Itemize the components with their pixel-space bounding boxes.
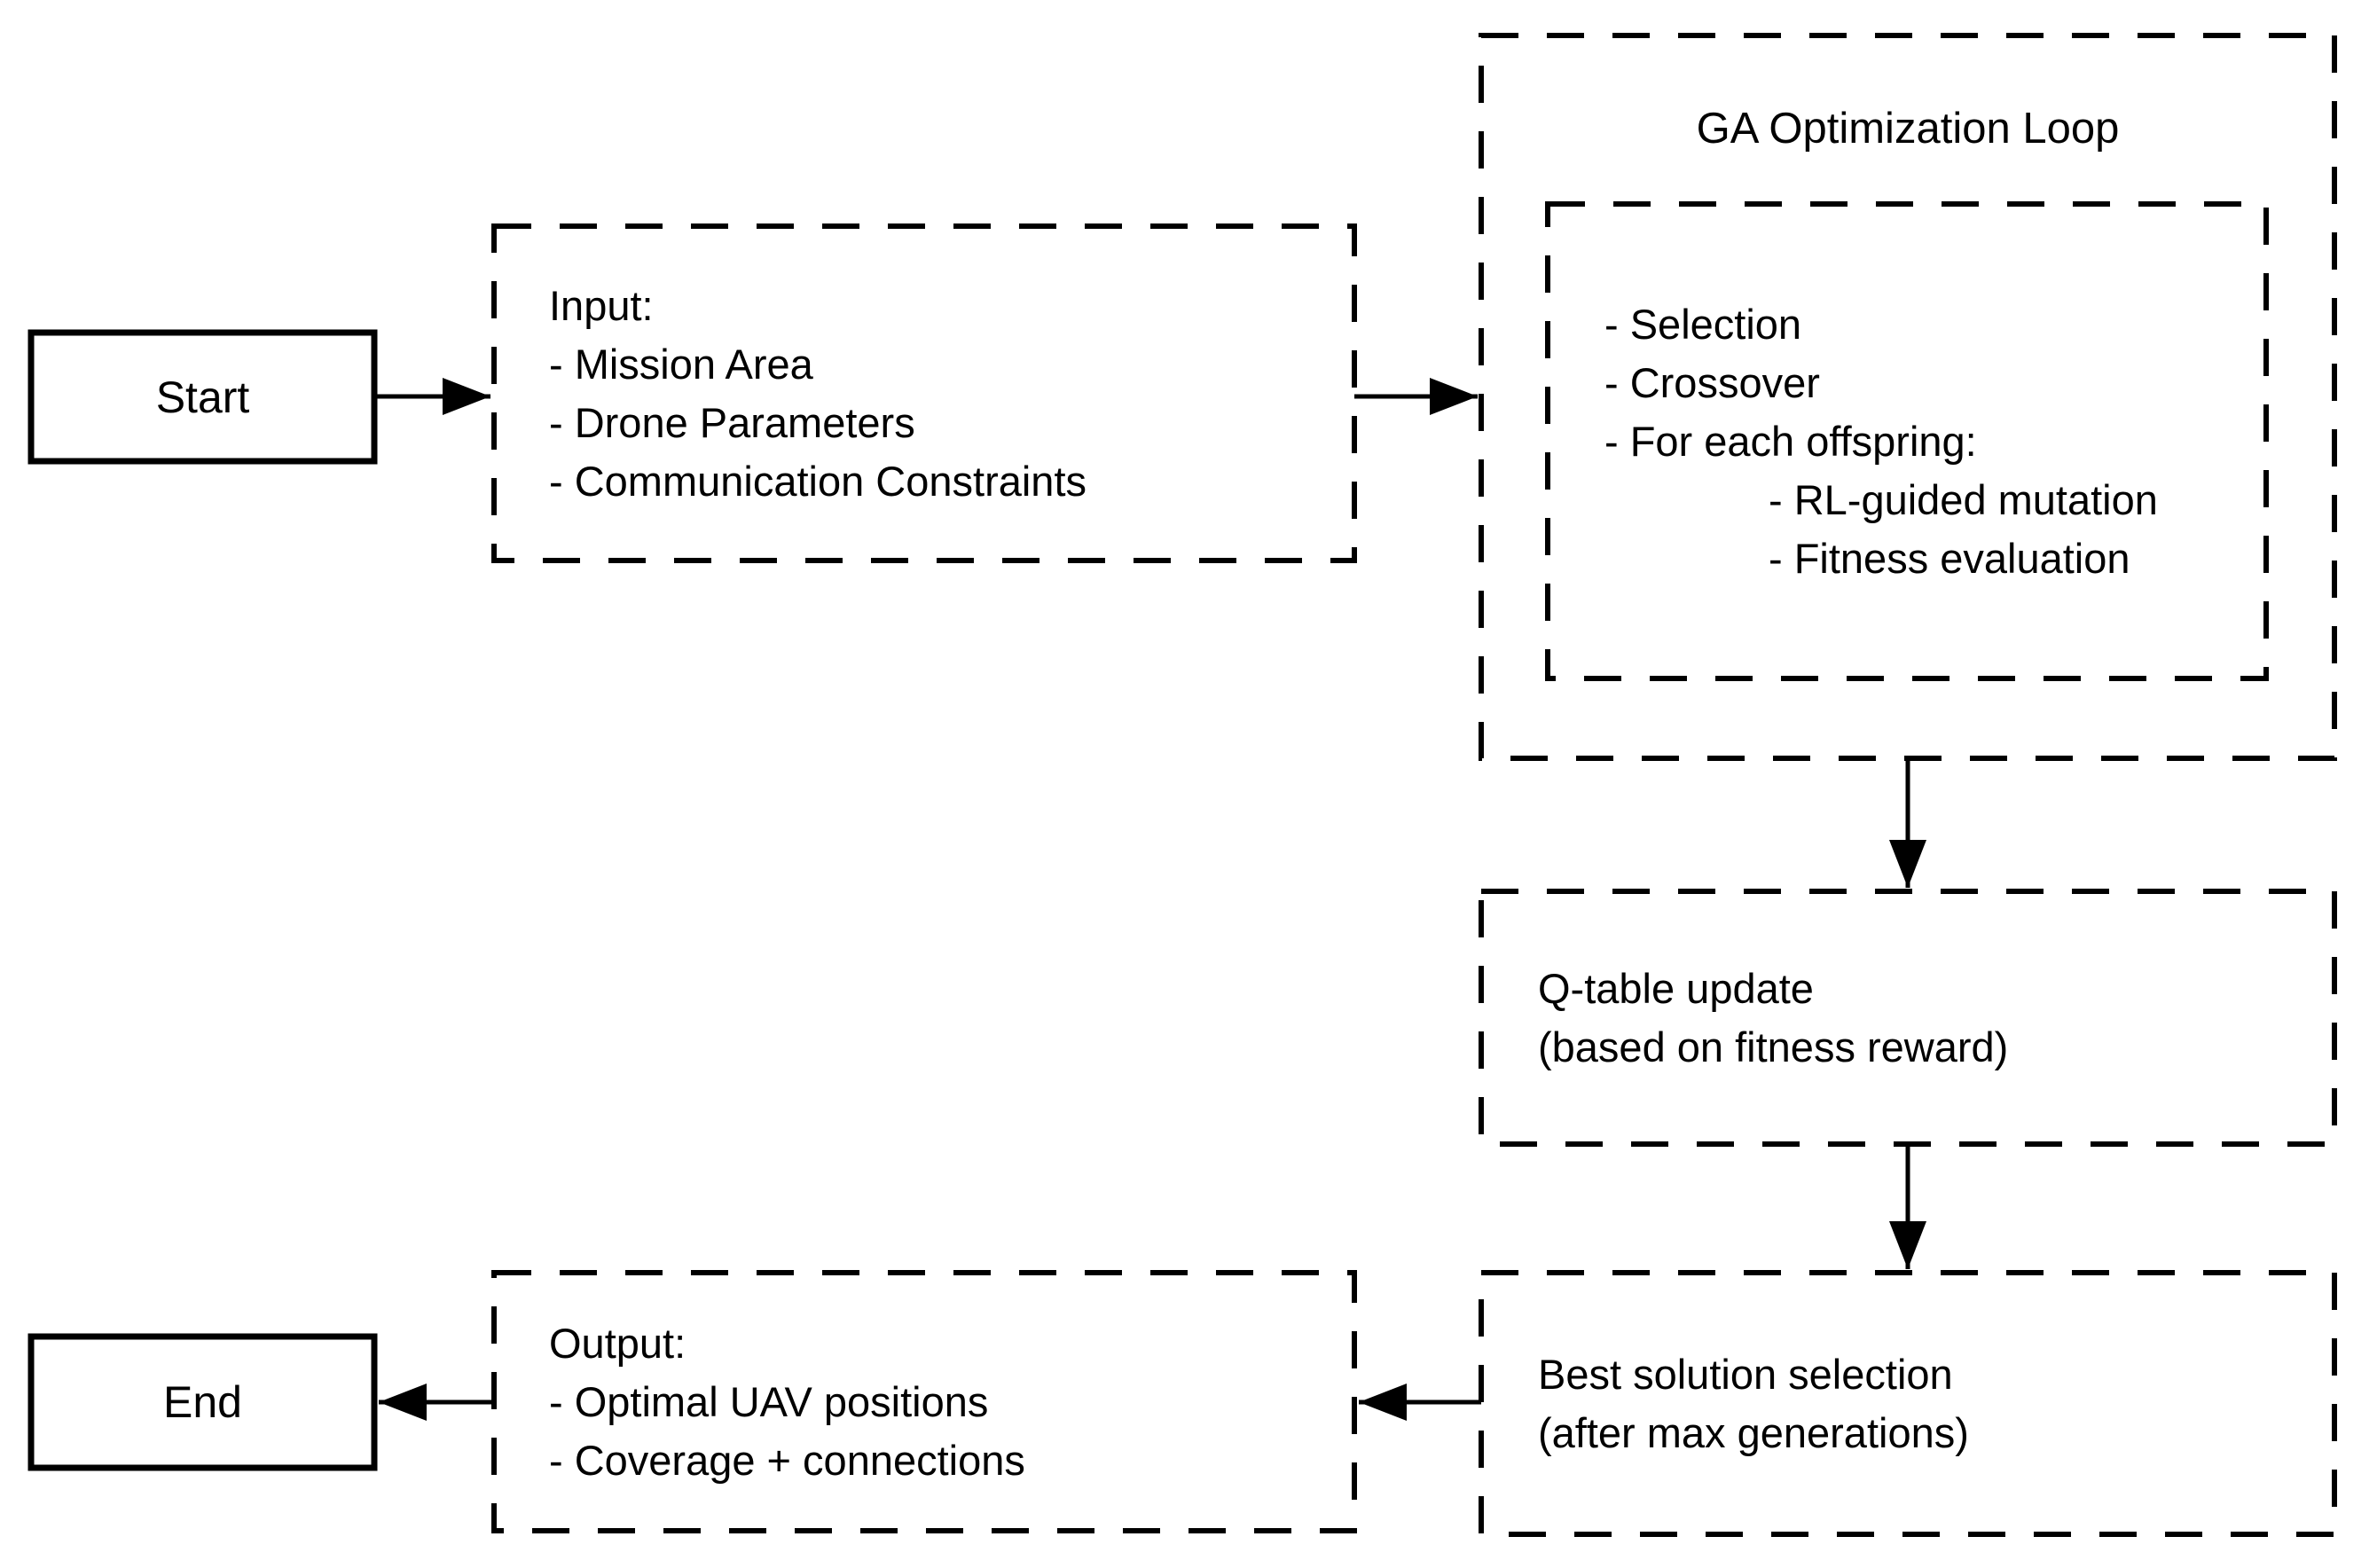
best-solution-line: Best solution selection bbox=[1538, 1350, 1953, 1398]
best-solution-node-box bbox=[1479, 1270, 2337, 1537]
ga-inner-line: - Crossover bbox=[1604, 358, 1820, 406]
ga-inner-line: - Selection bbox=[1604, 300, 1802, 348]
ga-inner-line: - Fitness evaluation bbox=[1769, 534, 2130, 582]
qtable-node-text: Q-table update (based on fitness reward) bbox=[1481, 891, 2334, 1144]
ga-loop-inner-text: - Selection - Crossover - For each offsp… bbox=[1548, 204, 2266, 678]
output-line: - Optimal UAV positions bbox=[549, 1377, 989, 1425]
end-node-label: End bbox=[163, 1377, 242, 1427]
ga-loop-outer-box bbox=[1479, 33, 2337, 761]
ga-inner-line: - RL-guided mutation bbox=[1769, 475, 2158, 523]
qtable-line: (based on fitness reward) bbox=[1538, 1023, 2009, 1070]
end-node-box bbox=[27, 1333, 378, 1471]
output-line: Output: bbox=[549, 1319, 686, 1367]
output-line: - Coverage + connections bbox=[549, 1436, 1025, 1484]
input-line: Input: bbox=[549, 281, 654, 329]
ga-loop-title: GA Optimization Loop bbox=[1696, 105, 2120, 153]
output-node-text: Output: - Optimal UAV positions - Covera… bbox=[494, 1273, 1354, 1531]
input-node-text: Input: - Mission Area - Drone Parameters… bbox=[494, 226, 1354, 561]
qtable-line: Q-table update bbox=[1538, 964, 1814, 1012]
ga-loop-inner-box bbox=[1545, 201, 2269, 681]
input-line: - Mission Area bbox=[549, 340, 813, 388]
input-node-box bbox=[491, 223, 1357, 563]
input-line: - Communication Constraints bbox=[549, 457, 1087, 505]
start-node-label: Start bbox=[155, 372, 250, 422]
input-line: - Drone Parameters bbox=[549, 398, 915, 446]
ga-inner-line: - For each offspring: bbox=[1604, 417, 1977, 465]
best-solution-node-text: Best solution selection (after max gener… bbox=[1481, 1273, 2334, 1534]
best-solution-line: (after max generations) bbox=[1538, 1408, 1969, 1456]
